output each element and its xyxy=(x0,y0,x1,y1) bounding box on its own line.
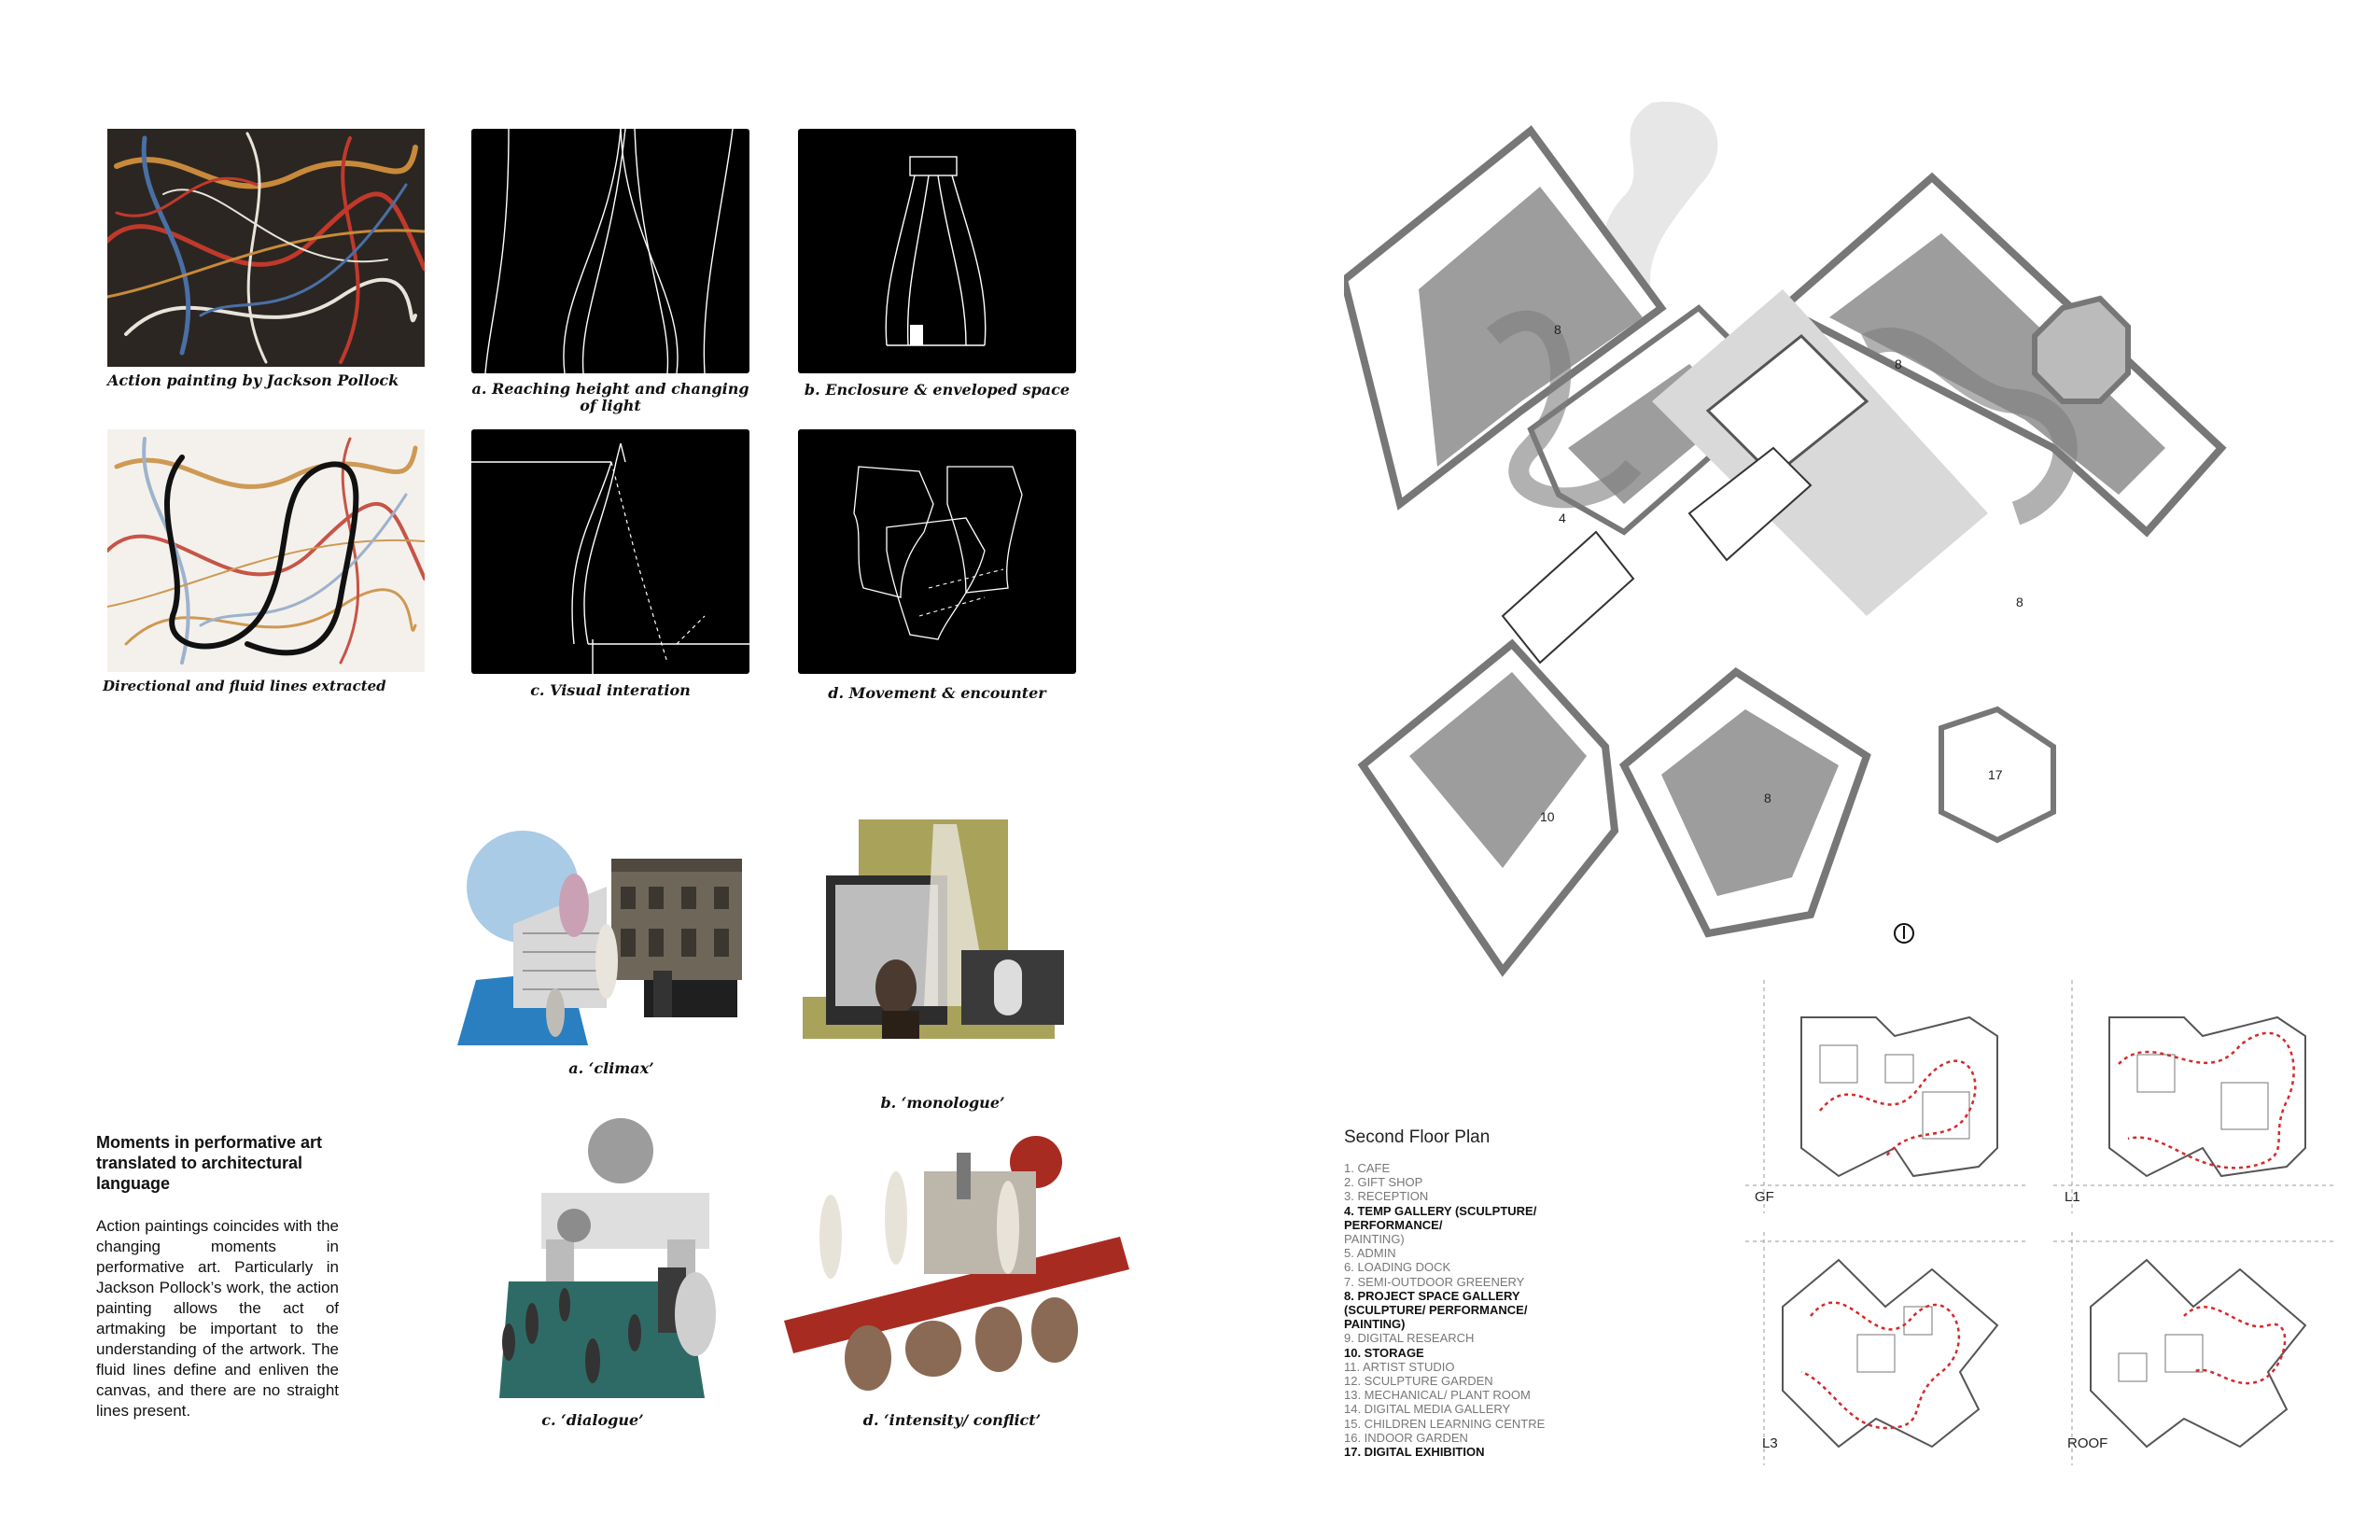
legend-item: 16. INDOOR GARDEN xyxy=(1344,1430,1468,1445)
tile-c-label: c. Visual interation xyxy=(530,681,691,699)
legend-item: 2. GIFT SHOP xyxy=(1344,1175,1423,1190)
mini-plan-gf xyxy=(1745,980,2025,1213)
mini-plan-l1 xyxy=(2053,980,2333,1213)
room-number: 17 xyxy=(1988,767,2003,782)
plan-title: Second Floor Plan xyxy=(1344,1127,1491,1147)
concept-tile-b xyxy=(798,129,1076,373)
mini-plan-l1-label: L1 xyxy=(2065,1189,2080,1205)
room-number: 8 xyxy=(2016,595,2023,609)
concept-tile-d xyxy=(798,429,1076,674)
mini-plan-roof xyxy=(2053,1232,2333,1465)
moments-body: Action paintings coincides with the chan… xyxy=(96,1217,339,1420)
concept-tile-c xyxy=(471,429,749,674)
room-number: 4 xyxy=(1559,511,1566,525)
mini-plan-roof-label: ROOF xyxy=(2067,1435,2108,1451)
extracted-caption: Directional and fluid lines extracted xyxy=(103,678,386,694)
collage-monologue xyxy=(803,819,1064,1053)
collage-intensity-label: d. ‘intensity/ conflict’ xyxy=(862,1411,1042,1429)
extracted-lines-painting xyxy=(105,429,427,672)
legend-item: 12. SCULPTURE GARDEN xyxy=(1344,1374,1493,1389)
legend-item: (SCULPTURE/ PERFORMANCE/ xyxy=(1344,1303,1528,1318)
legend-item: 8. PROJECT SPACE GALLERY xyxy=(1344,1288,1520,1303)
legend-item: PAINTING) xyxy=(1344,1317,1406,1332)
collage-dialogue-label: c. ‘dialogue’ xyxy=(541,1411,644,1429)
legend-item: 13. MECHANICAL/ PLANT ROOM xyxy=(1344,1388,1531,1403)
mini-plan-l3 xyxy=(1745,1232,2025,1465)
legend-item: 6. LOADING DOCK xyxy=(1344,1260,1451,1275)
tile-a-label: a. Reaching height and changing of light xyxy=(471,380,749,414)
legend-item: 5. ADMIN xyxy=(1344,1246,1396,1261)
legend-item: 11. ARTIST STUDIO xyxy=(1344,1359,1455,1374)
collage-intensity xyxy=(784,1134,1129,1405)
legend-item: 9. DIGITAL RESEARCH xyxy=(1344,1331,1475,1346)
moments-heading: Moments in performative art translated t… xyxy=(96,1133,323,1193)
legend-item: 7. SEMI-OUTDOOR GREENERY xyxy=(1344,1274,1525,1289)
pollock-painting xyxy=(105,129,427,367)
concept-tile-a xyxy=(471,128,749,374)
room-number: 8 xyxy=(1764,791,1771,805)
legend-item: 3. RECEPTION xyxy=(1344,1189,1429,1204)
legend-item: 1. CAFE xyxy=(1344,1161,1391,1175)
collage-climax xyxy=(457,831,765,1045)
pollock-caption: Action painting by Jackson Pollock xyxy=(107,371,399,389)
tile-b-label: b. Enclosure & enveloped space xyxy=(804,381,1071,399)
mini-plan-l3-label: L3 xyxy=(1762,1435,1778,1451)
room-number: 8 xyxy=(1554,322,1561,337)
tile-d-label: d. Movement & encounter xyxy=(828,684,1046,702)
room-number: 10 xyxy=(1540,809,1555,824)
second-floor-plan-drawing: 8 8 4 8 8 10 17 xyxy=(1339,93,2259,980)
collage-dialogue xyxy=(453,1118,751,1398)
legend-item: 15. CHILDREN LEARNING CENTRE xyxy=(1344,1416,1546,1431)
room-number: 8 xyxy=(1895,357,1902,371)
legend-item: PAINTING) xyxy=(1344,1232,1405,1247)
legend-item: 17. DIGITAL EXHIBITION xyxy=(1344,1445,1485,1460)
collage-climax-label: a. ‘climax’ xyxy=(568,1059,654,1077)
legend-item: 4. TEMP GALLERY (SCULPTURE/ PERFORMANCE/ xyxy=(1344,1203,1537,1232)
legend-item: 14. DIGITAL MEDIA GALLERY xyxy=(1344,1402,1511,1417)
legend-item: 10. STORAGE xyxy=(1344,1345,1424,1360)
collage-monologue-label: b. ‘monologue’ xyxy=(880,1094,1005,1112)
mini-plan-gf-label: GF xyxy=(1755,1189,1774,1205)
